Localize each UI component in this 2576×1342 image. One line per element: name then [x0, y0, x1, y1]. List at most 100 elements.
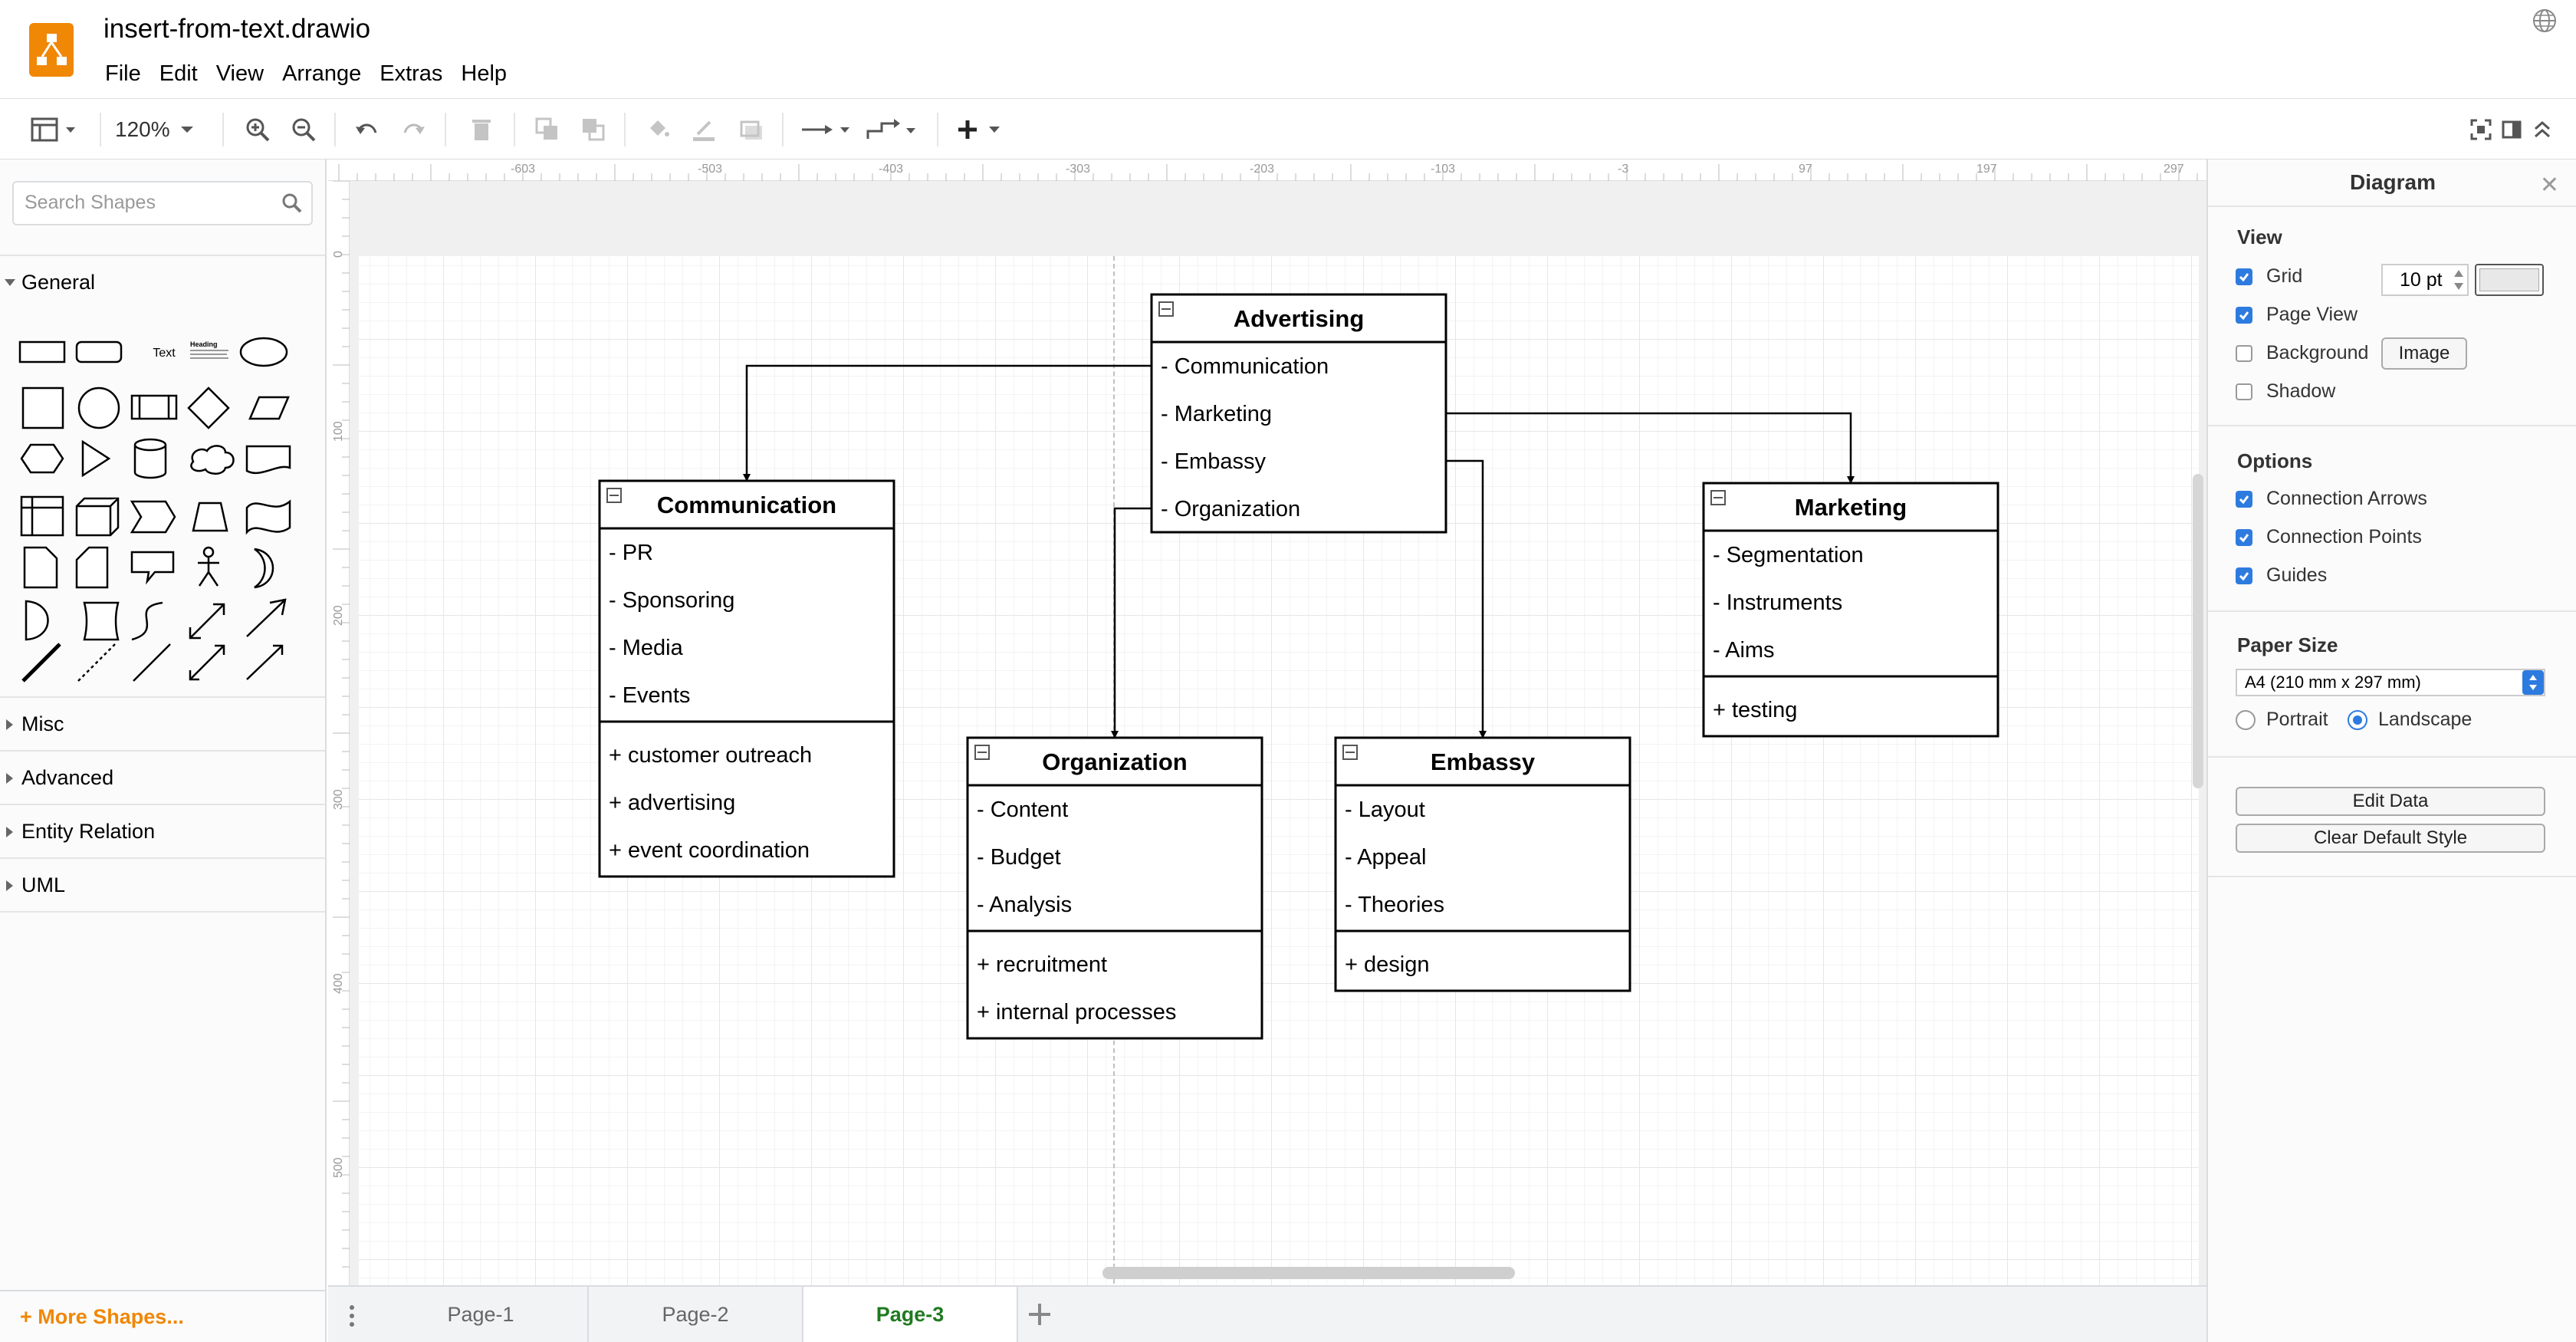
class-title[interactable]: Advertising: [1234, 305, 1365, 332]
landscape-radio[interactable]: [2348, 709, 2367, 730]
add-page-icon[interactable]: [1023, 1298, 1056, 1331]
document-title[interactable]: insert-from-text.drawio: [104, 14, 371, 44]
menu-file[interactable]: File: [105, 61, 141, 86]
connection-arrows-option[interactable]: Connection Arrows: [2236, 488, 2427, 510]
class-organization[interactable]: Organization - Content - Budget - Analysis +…: [966, 736, 1263, 1040]
class-box[interactable]: [1150, 293, 1447, 534]
search-icon[interactable]: [281, 192, 304, 215]
class-title[interactable]: Communication: [657, 492, 836, 518]
section-general[interactable]: General: [0, 255, 325, 308]
zoom-dropdown[interactable]: 120%: [115, 111, 207, 148]
background-checkbox[interactable]: [2236, 344, 2252, 362]
tab-page-3[interactable]: Page-3: [803, 1287, 1018, 1342]
connection-points-option[interactable]: Connection Points: [2236, 526, 2422, 548]
class-box[interactable]: [1702, 482, 1999, 738]
class-attribute[interactable]: - Instruments: [1713, 590, 1842, 615]
undo-icon[interactable]: [350, 111, 383, 148]
section-uml[interactable]: UML: [0, 857, 325, 913]
menu-view[interactable]: View: [215, 61, 264, 86]
collapse-chevron-icon[interactable]: [2527, 111, 2558, 148]
connector-embassy[interactable]: [1446, 459, 1487, 738]
class-communication[interactable]: Communication- PR- Sponsoring- Media- Ev…: [598, 479, 895, 878]
menu-arrange[interactable]: Arrange: [282, 61, 362, 86]
shadow-icon[interactable]: [734, 111, 768, 148]
fullscreen-icon[interactable]: [2466, 111, 2496, 148]
search-shapes-input[interactable]: [14, 183, 259, 222]
class-attribute[interactable]: - Content: [977, 798, 1068, 822]
grid-option[interactable]: Grid: [2236, 265, 2302, 288]
class-method[interactable]: + design: [1345, 952, 1429, 977]
class-box[interactable]: [966, 736, 1263, 1040]
class-attribute[interactable]: - Segmentation: [1713, 543, 1864, 567]
edit-data-button[interactable]: Edit Data: [2236, 787, 2545, 816]
format-panel-icon[interactable]: [2496, 111, 2527, 148]
class-title[interactable]: Organization: [1042, 748, 1187, 775]
class-attribute[interactable]: - Analysis: [977, 893, 1072, 917]
class-method[interactable]: + recruitment: [977, 952, 1107, 977]
section-advanced[interactable]: Advanced: [0, 750, 325, 804]
tab-page-1[interactable]: Page-1: [374, 1287, 589, 1342]
paper-size-select[interactable]: A4 (210 mm x 297 mm): [2236, 669, 2545, 696]
horizontal-scrollbar[interactable]: [1102, 1267, 1515, 1279]
class-attribute[interactable]: - Communication: [1161, 354, 1329, 379]
more-shapes-button[interactable]: + More Shapes...: [0, 1290, 325, 1342]
menu-help[interactable]: Help: [461, 61, 508, 86]
class-attribute[interactable]: - Aims: [1713, 638, 1775, 663]
class-attribute[interactable]: - Budget: [977, 845, 1061, 870]
spinner-icon[interactable]: [2452, 267, 2466, 293]
diagram-svg[interactable]: Advertising - Communication - Marketing - E…: [328, 160, 2206, 1285]
connection-arrows-checkbox[interactable]: [2236, 490, 2252, 508]
guides-option[interactable]: Guides: [2236, 564, 2327, 587]
page-view-option[interactable]: Page View: [2236, 304, 2358, 326]
class-attribute[interactable]: - Events: [609, 683, 690, 708]
class-attribute[interactable]: - Layout: [1345, 798, 1425, 822]
connection-points-checkbox[interactable]: [2236, 528, 2252, 546]
zoom-out-icon[interactable]: [287, 111, 320, 148]
class-method[interactable]: + internal processes: [977, 1000, 1176, 1025]
grid-size-input[interactable]: 10 pt: [2381, 264, 2469, 296]
class-title[interactable]: Marketing: [1795, 494, 1907, 521]
line-color-icon[interactable]: [687, 111, 721, 148]
class-attribute[interactable]: - Organization: [1161, 497, 1300, 521]
class-attribute[interactable]: - Appeal: [1345, 845, 1426, 870]
portrait-option[interactable]: Portrait: [2236, 709, 2328, 731]
class-attribute[interactable]: - Embassy: [1161, 449, 1266, 474]
image-button[interactable]: Image: [2381, 337, 2467, 370]
tab-page-2[interactable]: Page-2: [589, 1287, 803, 1342]
to-back-icon[interactable]: [577, 111, 610, 148]
background-option[interactable]: Background: [2236, 342, 2368, 364]
class-method[interactable]: + testing: [1713, 698, 1797, 722]
section-entity-relation[interactable]: Entity Relation: [0, 804, 325, 857]
class-attribute[interactable]: - Theories: [1345, 893, 1444, 917]
general-shapes-palette[interactable]: Text Heading: [12, 322, 316, 683]
class-attribute[interactable]: - Marketing: [1161, 402, 1272, 426]
menu-extras[interactable]: Extras: [380, 61, 443, 86]
close-icon[interactable]: ✕: [2539, 173, 2559, 198]
class-advertising[interactable]: Advertising - Communication - Marketing - E…: [1150, 293, 1447, 534]
zoom-in-icon[interactable]: [241, 111, 274, 148]
connector-marketing[interactable]: [1446, 412, 1855, 484]
grid-checkbox[interactable]: [2236, 268, 2252, 285]
delete-icon[interactable]: [465, 111, 498, 148]
connection-style-icon[interactable]: [799, 111, 856, 148]
class-embassy[interactable]: Embassy- Layout- Appeal- Theories+ desig…: [1334, 736, 1631, 992]
class-attribute[interactable]: - PR: [609, 541, 653, 565]
connector-communication[interactable]: [743, 364, 1152, 482]
waypoints-icon[interactable]: [865, 111, 922, 148]
class-attribute[interactable]: - Sponsoring: [609, 588, 734, 613]
class-marketing[interactable]: Marketing - Segmentation - Instruments - Ai…: [1702, 482, 1999, 738]
menu-edit[interactable]: Edit: [159, 61, 198, 86]
class-box[interactable]: [598, 479, 895, 878]
guides-checkbox[interactable]: [2236, 567, 2252, 584]
shadow-checkbox[interactable]: [2236, 383, 2252, 400]
landscape-option[interactable]: Landscape: [2348, 709, 2472, 731]
redo-icon[interactable]: [397, 111, 431, 148]
grid-color-swatch[interactable]: [2475, 264, 2544, 296]
connector-organization[interactable]: [1111, 507, 1152, 738]
clear-default-style-button[interactable]: Clear Default Style: [2236, 824, 2545, 853]
format-panel-toggle-icon[interactable]: [29, 111, 83, 148]
vertical-scrollbar[interactable]: [2193, 474, 2203, 788]
class-method[interactable]: + advertising: [609, 791, 735, 815]
class-method[interactable]: + event coordination: [609, 838, 810, 863]
language-globe-icon[interactable]: [2532, 8, 2558, 34]
